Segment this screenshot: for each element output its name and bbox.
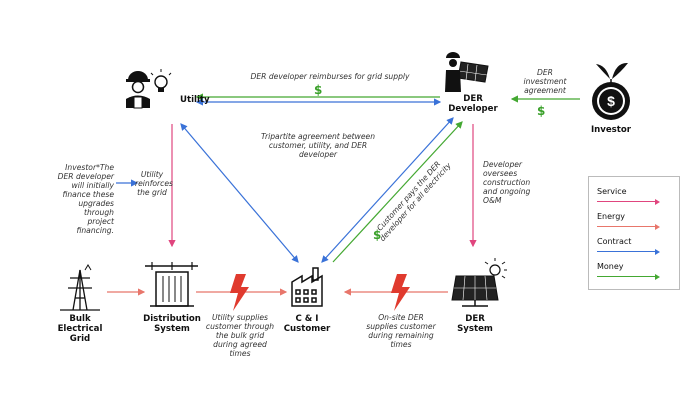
legend-label-money: Money: [597, 262, 624, 271]
node-label-investor: Investor: [590, 125, 632, 135]
transmission-tower-icon: [60, 264, 100, 311]
money-arrow-customer-to-developer: [332, 121, 463, 263]
legend-line-service: [597, 201, 657, 202]
contract-arrow-developer-customer: [321, 117, 454, 263]
coin-dollar: $: [607, 93, 615, 109]
lightning-icon: [230, 274, 249, 311]
solar-panel-icon: [451, 258, 507, 307]
money-symbol: $: [373, 228, 382, 242]
money-symbol: $: [537, 104, 546, 118]
node-label-customer: C & I Customer: [283, 314, 331, 334]
contract-arrow-utility-customer: [180, 123, 299, 263]
legend-line-energy: [597, 226, 657, 227]
transformer-icon: [145, 262, 198, 307]
factory-icon: [291, 267, 323, 307]
money-symbol: $: [314, 83, 323, 97]
legend-line-contract: [597, 251, 657, 252]
lightning-icon: [391, 274, 410, 311]
annotation-reimburse: DER developer reimburses for grid supply: [250, 72, 410, 81]
legend-arrow-contract: [655, 248, 660, 255]
legend-arrow-energy: [655, 223, 660, 230]
legend-label-service: Service: [597, 187, 627, 196]
annotation-onsite-supplies: On-site DER supplies customer during rem…: [366, 313, 436, 349]
node-label-utility: Utility: [180, 95, 210, 105]
utility-worker-icon: [126, 71, 150, 109]
node-label-der-developer: DER Developer: [448, 94, 498, 114]
legend-arrow-service: [655, 198, 660, 205]
annotation-utility-reinforces: Utility reinforces the grid: [135, 170, 173, 197]
legend-line-money: [597, 276, 657, 277]
annotation-investor-note: Investor*The DER developer will initiall…: [57, 163, 114, 235]
node-label-bulk-grid: Bulk Electrical Grid: [57, 314, 103, 344]
node-label-der-system: DER System: [457, 314, 493, 334]
annotation-developer-oversees: Developer oversees construction and ongo…: [483, 160, 531, 205]
legend: Service Energy Contract Money: [588, 176, 680, 290]
investor-coin-icon: $: [592, 62, 630, 120]
lightbulb-icon: [150, 69, 172, 92]
legend-arrow-money: [655, 273, 660, 280]
developer-solar-icon: [445, 52, 489, 92]
annotation-tripartite: Tripartite agreement between customer, u…: [260, 132, 376, 159]
annotation-investment: DER investment agreement: [523, 68, 567, 95]
annotation-utility-supplies: Utility supplies customer through the bu…: [205, 313, 275, 358]
legend-label-contract: Contract: [597, 237, 632, 246]
node-label-distribution: Distribution System: [143, 314, 201, 334]
legend-label-energy: Energy: [597, 212, 626, 221]
